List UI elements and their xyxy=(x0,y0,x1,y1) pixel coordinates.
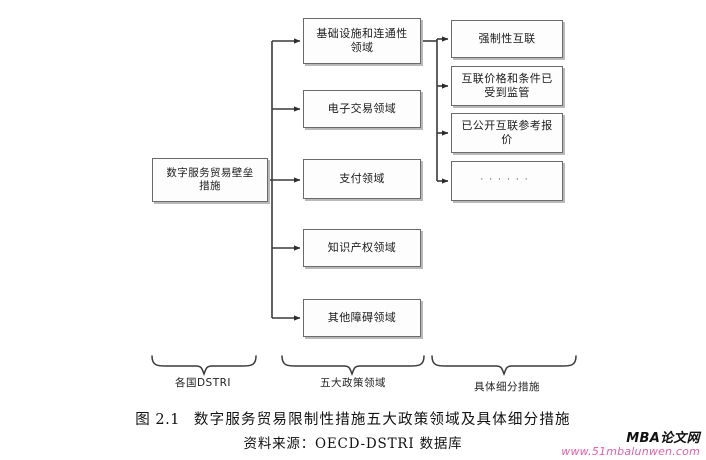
area-to-measures-connectors xyxy=(421,36,449,184)
watermark-url: www.51mbalunwen.com xyxy=(561,445,700,458)
node-label-line1: 其他障碍领域 xyxy=(327,311,397,325)
node-label-line1: 支付领域 xyxy=(339,172,385,186)
node-policy-area-ip[interactable]: 知识产权领域 xyxy=(303,229,421,267)
node-label-line2: 领域 xyxy=(350,41,374,54)
figure-source: 资料来源：OECD-DSTRI 数据库 xyxy=(243,436,463,452)
node-root[interactable]: 数字服务贸易壁垒 措施 xyxy=(152,158,268,202)
node-label-line2: 受到监管 xyxy=(484,86,530,99)
node-label-line1: 互联价格和条件已 xyxy=(461,72,553,86)
brace-dstri xyxy=(151,355,257,377)
node-root-line1: 数字服务贸易壁垒 xyxy=(166,166,254,179)
root-to-areas-connectors xyxy=(268,38,301,321)
watermark-brand: MBA论文网 xyxy=(626,431,700,446)
group-label-specific-measures: 具体细分措施 xyxy=(474,381,540,393)
group-braces xyxy=(151,355,577,377)
figure-caption: 图 2.1 数字服务贸易限制性措施五大政策领域及具体细分措施 xyxy=(0,408,706,429)
node-measure-mandatory-interconnection[interactable]: 强制性互联 xyxy=(451,20,563,58)
node-label-line1: 已公开互联参考报 xyxy=(461,119,553,133)
node-policy-area-infrastructure[interactable]: 基础设施和连通性 领域 xyxy=(303,18,421,64)
group-label-dstri: 各国DSTRI xyxy=(174,377,232,389)
node-root-line2: 措施 xyxy=(199,180,221,192)
node-label-line2: 价 xyxy=(501,133,513,146)
node-measure-published-reference-offer[interactable]: 已公开互联参考报 价 xyxy=(451,113,563,153)
node-label-line1: 基础设施和连通性 xyxy=(316,27,408,41)
node-label-line1: 电子交易领域 xyxy=(327,102,397,116)
node-policy-area-payment[interactable]: 支付领域 xyxy=(303,159,421,199)
node-policy-area-other-barriers[interactable]: 其他障碍领域 xyxy=(303,299,421,337)
brace-policy-areas xyxy=(281,355,425,377)
figure-number: 图 2.1 xyxy=(135,412,180,428)
node-measure-regulated-price-conditions[interactable]: 互联价格和条件已 受到监管 xyxy=(451,66,563,106)
node-label-line1: 知识产权领域 xyxy=(327,241,397,255)
node-measure-ellipsis[interactable]: ······ xyxy=(451,161,563,201)
ellipsis-dots: ······ xyxy=(480,175,534,186)
group-label-five-policy-areas: 五大政策领域 xyxy=(320,377,386,389)
figure-title: 数字服务贸易限制性措施五大政策领域及具体细分措施 xyxy=(193,412,571,428)
node-policy-area-e-commerce[interactable]: 电子交易领域 xyxy=(303,90,421,128)
node-label-line1: 强制性互联 xyxy=(478,32,536,46)
brace-measures xyxy=(431,355,577,377)
